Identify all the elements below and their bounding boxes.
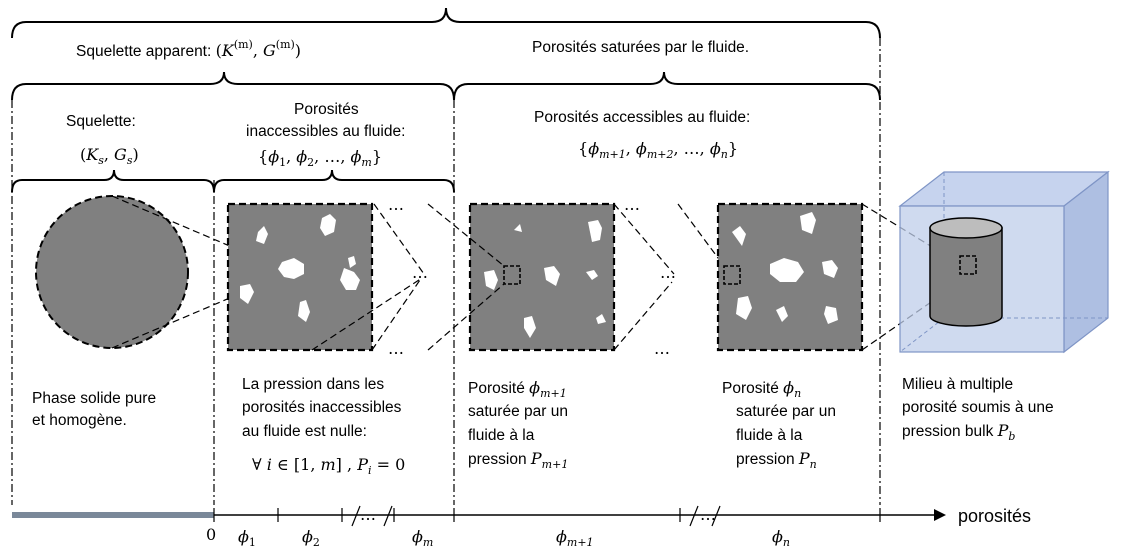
label-skeleton-moduli: (Ks, Gs) — [80, 145, 139, 167]
desc-bulk-3: pression bulk Pb — [902, 421, 1015, 443]
axis-ticks — [213, 508, 881, 522]
ellipsis-mid-1: … — [412, 263, 428, 282]
ellipsis-bot-2: … — [654, 339, 670, 358]
desc-inacc-3: au fluide est nulle: — [242, 423, 367, 440]
tick-phi-m: ϕm — [412, 527, 433, 546]
axis-break-dots-2: … — [700, 505, 716, 524]
desc-n-2: saturée par un — [736, 403, 836, 420]
desc-n-4: pression Pn — [736, 449, 817, 471]
desc-bulk-2: porosité soumis à une — [902, 399, 1054, 416]
desc-m1-1: Porosité ϕm+1 — [468, 378, 567, 400]
top-bracket — [11, 7, 881, 39]
label-skeleton-apparent: Squelette apparent: (K(m), G(m)) — [76, 38, 301, 60]
bracket-skeleton — [11, 169, 215, 193]
desc-n-3: fluide à la — [736, 427, 803, 444]
cylinder-sample — [929, 217, 1003, 327]
desc-m1-4: pression Pm+1 — [468, 449, 568, 471]
zoom-line-3a — [613, 203, 675, 275]
label-saturated: Porosités saturées par le fluide. — [532, 39, 749, 56]
zoom-line-1a — [373, 203, 425, 275]
pores-n — [732, 212, 838, 324]
axis-label: porosités — [958, 506, 1031, 526]
label-skeleton: Squelette: — [66, 113, 136, 130]
axis-break-1 — [351, 505, 361, 527]
desc-n-1: Porosité ϕn — [722, 378, 801, 400]
ellipsis-top-1: … — [388, 195, 404, 214]
label-inaccessible-2: inaccessibles au fluide: — [246, 123, 405, 140]
zoom-line-1b — [371, 279, 421, 351]
desc-m1-3: fluide à la — [468, 427, 535, 444]
label-accessible-set: {ϕm+1, ϕm+2, …, ϕn} — [578, 139, 738, 161]
axis-arrow-head — [934, 509, 946, 521]
axis-break-dots-1: … — [360, 505, 376, 524]
ellipsis-mid-2: … — [660, 263, 676, 282]
ellipsis-top-2: … — [624, 195, 640, 214]
tick-phi-m1: ϕm+1 — [556, 527, 594, 546]
bracket-inaccessible — [213, 169, 455, 193]
axis-zero: 0 — [206, 525, 216, 544]
axis-break-2 — [383, 505, 393, 527]
zoom-line-3b — [613, 281, 673, 351]
tick-phi-1: ϕ1 — [238, 527, 256, 546]
label-inaccessible-1: Porosités — [294, 101, 359, 118]
zoom-origin-square-n — [723, 265, 741, 285]
zoom-line-2b — [427, 283, 505, 351]
desc-inacc-formula: ∀ i ∈ [1, m] , Pi = 0 — [252, 455, 405, 477]
label-inaccessible-set: {ϕ1, ϕ2, …, ϕm} — [258, 147, 382, 169]
zoom-line-2a — [427, 203, 505, 267]
zoom-origin-square-m1 — [503, 265, 521, 285]
desc-solid-2: et homogène. — [32, 412, 127, 429]
solid-axis-bar — [12, 512, 214, 518]
ellipsis-bot-1: … — [388, 339, 404, 358]
pores-m1 — [484, 220, 606, 338]
desc-inacc-2: porosités inaccessibles — [242, 399, 402, 416]
desc-solid-1: Phase solide pure — [32, 390, 156, 407]
bracket-saturated — [453, 71, 881, 101]
label-accessible: Porosités accessibles au fluide: — [534, 109, 750, 126]
axis-break-4 — [711, 505, 721, 527]
zoom-origin-square-bulk — [959, 255, 977, 275]
desc-bulk-1: Milieu à multiple — [902, 376, 1013, 393]
axis-break-3 — [689, 505, 699, 527]
bracket-skeleton-apparent — [11, 71, 455, 101]
pores-inaccessible — [240, 214, 360, 322]
desc-inacc-1: La pression dans les — [242, 376, 384, 393]
tick-phi-2: ϕ2 — [302, 527, 320, 546]
zoom-line-3c — [677, 203, 725, 267]
desc-m1-2: saturée par un — [468, 403, 568, 420]
tick-phi-n: ϕn — [772, 527, 790, 546]
